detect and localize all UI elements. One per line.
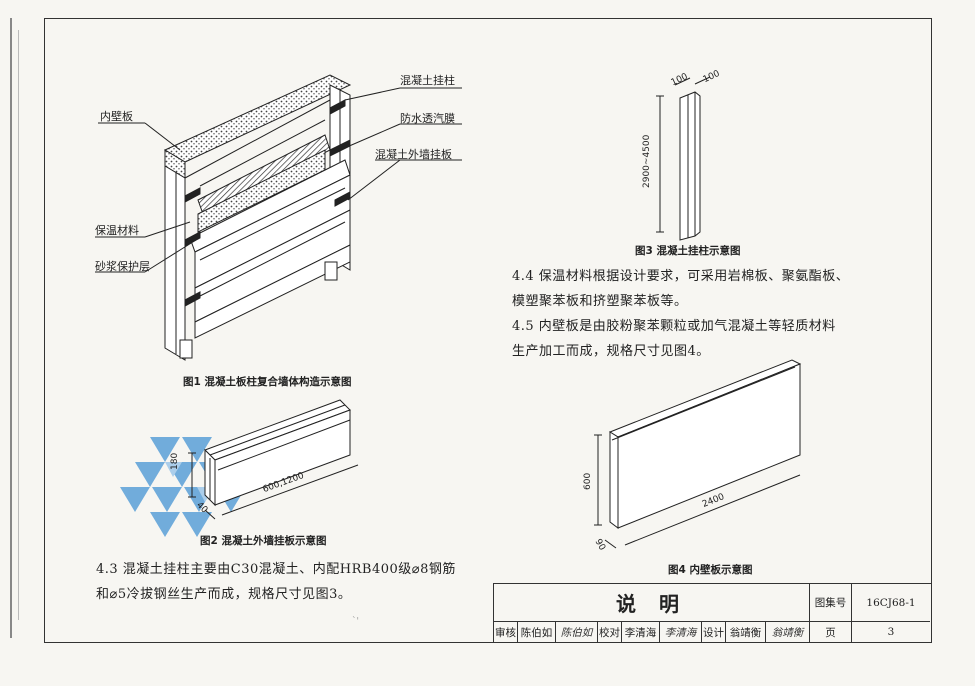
paragraph-4-4-line-2: 模塑聚苯板和挤塑聚苯板等。 bbox=[512, 294, 688, 309]
paper-mark: `' bbox=[352, 617, 359, 627]
binding-edge-inner bbox=[18, 30, 19, 620]
label-outer-board: 混凝土外墙挂板 bbox=[375, 148, 452, 161]
paragraph-4-5-line-2: 生产加工而成，规格尺寸见图4。 bbox=[512, 344, 710, 359]
figure-1-lines bbox=[95, 74, 462, 361]
title-block: 说 明 图集号 16CJ68-1 审核 陈伯如 陈伯如 校对 李清海 李清海 设… bbox=[493, 583, 931, 643]
check-label: 校对 bbox=[598, 622, 622, 642]
check-signature: 李清海 bbox=[660, 622, 702, 642]
label-membrane: 防水透汽膜 bbox=[400, 112, 455, 125]
paragraph-4-4-line-1: 4.4 保温材料根据设计要求，可采用岩棉板、聚氨酯板、 bbox=[512, 269, 850, 284]
figure-2-dim-height: 180 bbox=[170, 452, 180, 470]
label-concrete-column: 混凝土挂柱 bbox=[400, 74, 455, 87]
title-block-title: 说 明 bbox=[494, 584, 810, 622]
page-number: 3 bbox=[887, 626, 895, 638]
figure-4-dim-height: 600 bbox=[583, 472, 593, 490]
design-signature: 翁靖衡 bbox=[766, 622, 810, 642]
label-inner-board: 内壁板 bbox=[100, 110, 133, 123]
paragraph-4-3-line-2: 和⌀5冷拔钢丝生产而成，规格尺寸见图3。 bbox=[96, 587, 352, 602]
paragraph-4-5-line-1: 4.5 内壁板是由胶粉聚苯颗粒或加气混凝土等轻质材料 bbox=[512, 319, 836, 334]
label-insulation: 保温材料 bbox=[95, 224, 139, 237]
figure-3-lines bbox=[656, 76, 711, 241]
figure-2-caption: 图2 混凝土外墙挂板示意图 bbox=[200, 535, 327, 547]
figure-4-lines bbox=[594, 359, 802, 549]
binding-edge bbox=[10, 18, 12, 638]
atlas-number: 16CJ68-1 bbox=[852, 584, 930, 622]
atlas-number-label: 图集号 bbox=[810, 584, 852, 622]
figure-2-lines bbox=[188, 399, 359, 520]
review-name: 陈伯如 bbox=[518, 622, 556, 642]
design-name: 翁靖衡 bbox=[726, 622, 766, 642]
label-mortar-layer: 砂浆保护层 bbox=[95, 260, 150, 273]
drawing-frame bbox=[44, 18, 932, 643]
figure-4-caption: 图4 内壁板示意图 bbox=[668, 564, 753, 576]
review-label: 审核 bbox=[494, 622, 518, 642]
paragraph-4-3-line-1: 4.3 混凝土挂柱主要由C30混凝土、内配HRB400级⌀8钢筋 bbox=[96, 562, 456, 577]
figure-3-dim-height: 2900~4500 bbox=[642, 134, 652, 188]
page-label: 页 bbox=[810, 622, 852, 642]
figure-1-caption: 图1 混凝土板柱复合墙体构造示意图 bbox=[183, 376, 352, 388]
check-name: 李清海 bbox=[622, 622, 660, 642]
review-signature: 陈伯如 bbox=[556, 622, 598, 642]
design-label: 设计 bbox=[702, 622, 726, 642]
figure-3-caption: 图3 混凝土挂柱示意图 bbox=[635, 245, 741, 257]
